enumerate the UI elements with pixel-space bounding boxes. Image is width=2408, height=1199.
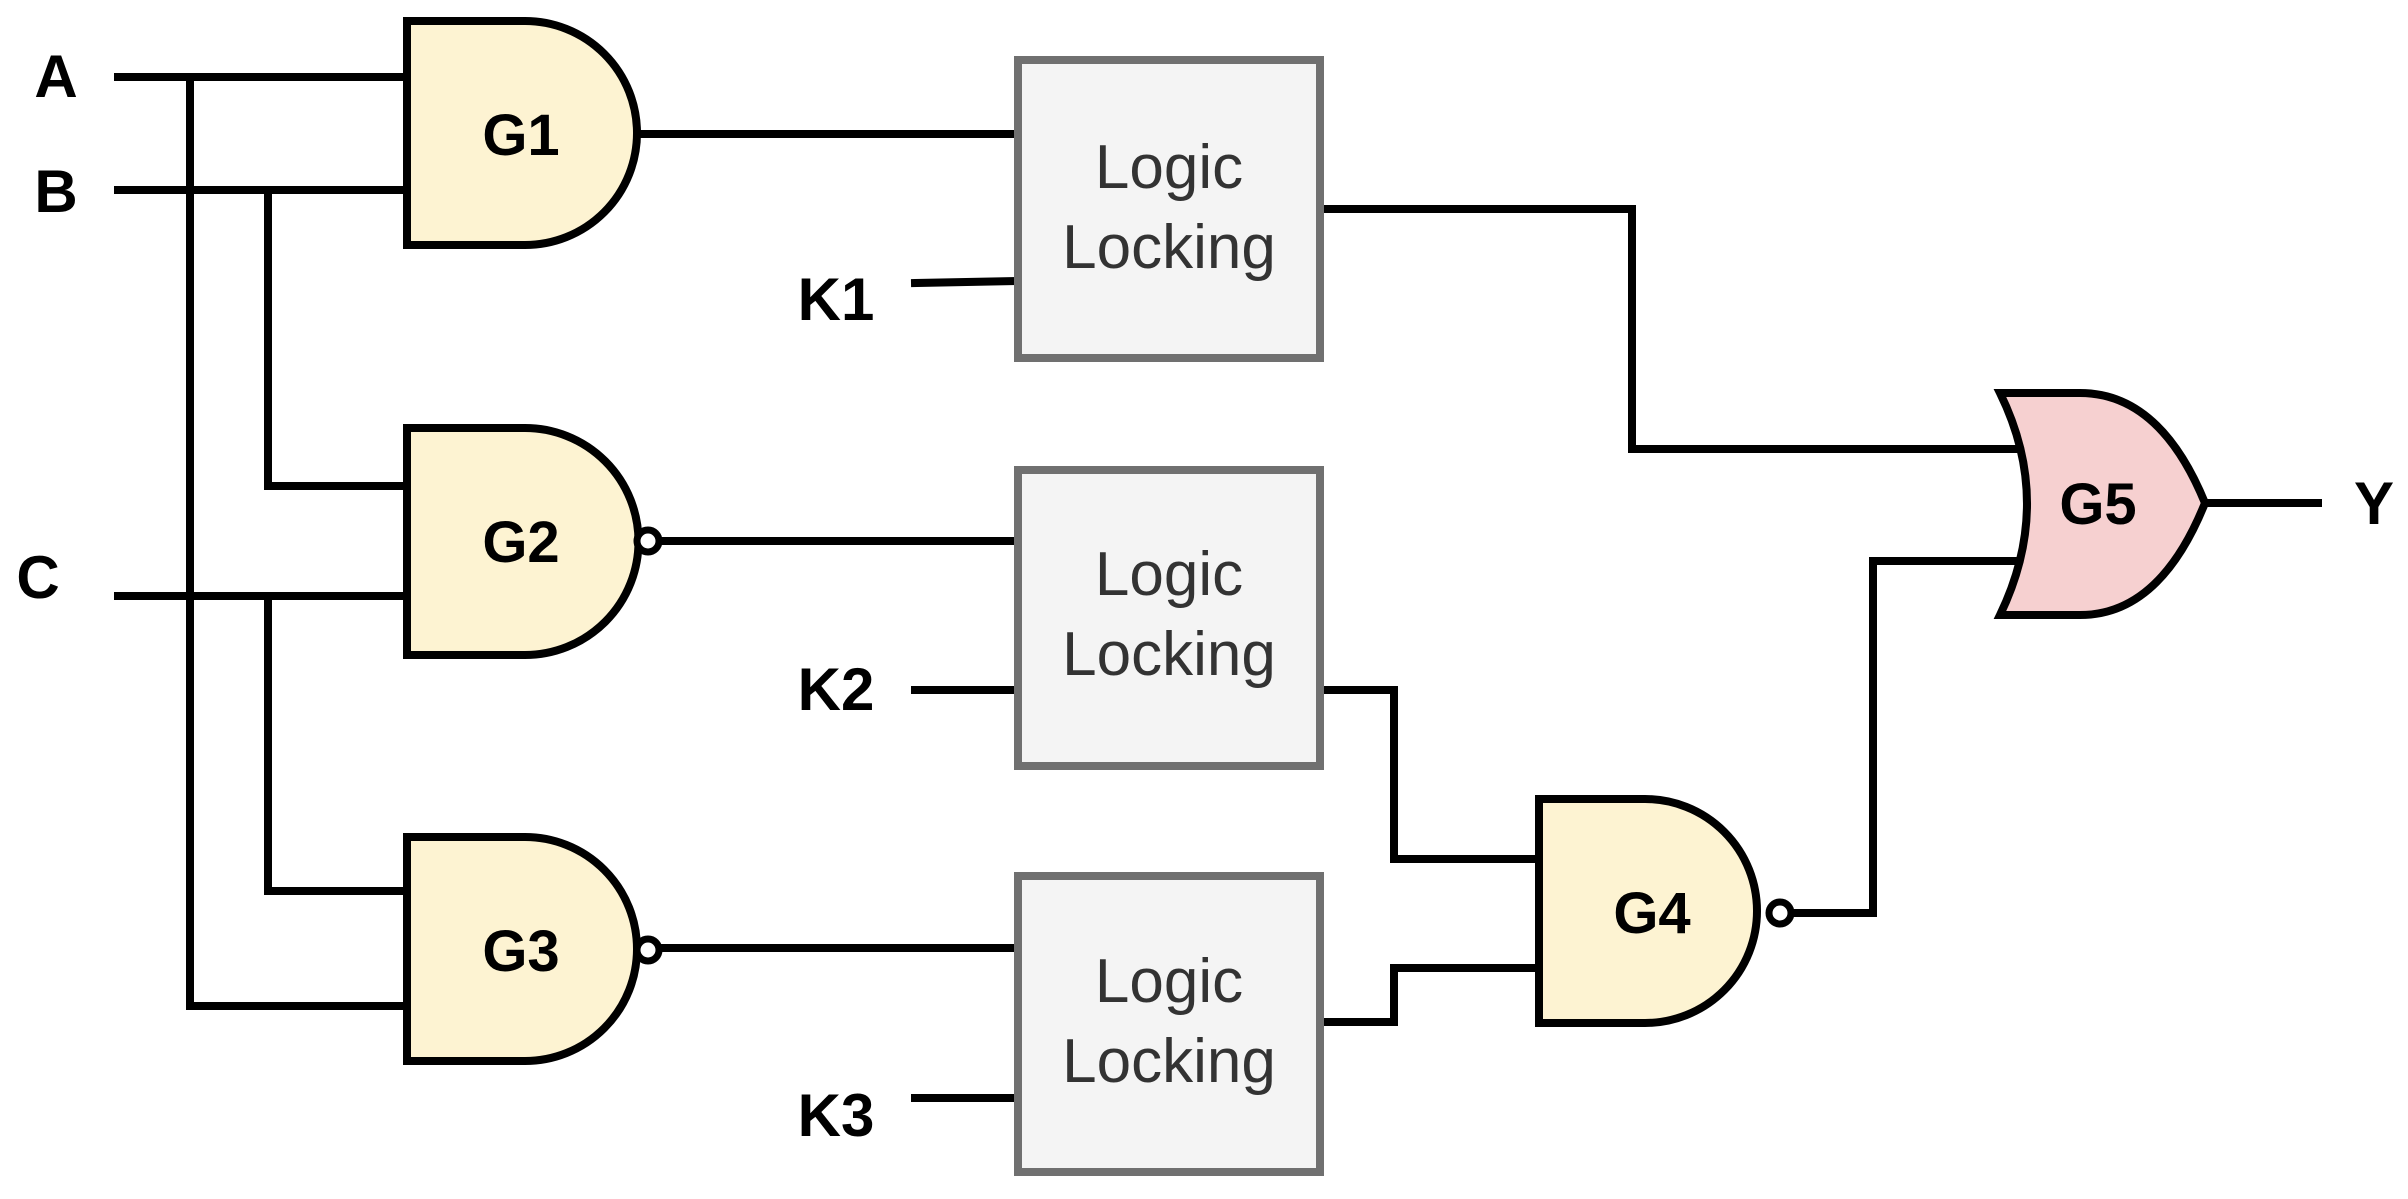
wire-a-bus-to-g3	[186, 73, 408, 1010]
lock-3-box	[1014, 872, 1324, 1176]
lock-1-line1: Logic	[1095, 133, 1243, 202]
lock-3-line1: Logic	[1095, 947, 1243, 1016]
input-label-c: C	[16, 544, 59, 611]
wire-g4-to-g5	[1792, 557, 2022, 917]
logic-lock-block-1: Logic Locking	[1014, 56, 1324, 362]
g1-and-gate-shape	[403, 17, 641, 249]
key-label-k2: K2	[798, 656, 875, 723]
gate-g4: G4	[1535, 795, 1795, 1027]
wire-c-to-g3	[264, 592, 408, 895]
lock-2-box	[1014, 466, 1324, 770]
logic-lock-block-2: Logic Locking	[1014, 466, 1324, 770]
gate-g3: G3	[403, 833, 663, 1065]
g3-label: G3	[482, 919, 559, 984]
gate-g1: G1	[403, 17, 641, 249]
lock-1-box	[1014, 56, 1324, 362]
lock-2-line1: Logic	[1095, 540, 1243, 609]
wire-k1	[910, 276, 1023, 288]
wires	[114, 73, 2322, 1102]
pin-labels: A B C K1 K2 K3 Y	[16, 43, 2394, 1149]
g4-inversion-bubble	[1765, 898, 1795, 928]
wire-b-to-g2	[264, 186, 408, 490]
key-label-k1: K1	[798, 266, 875, 333]
g1-label: G1	[482, 103, 559, 168]
wire-lock3-to-g4	[1316, 964, 1540, 1026]
lock-1-line2: Locking	[1062, 213, 1276, 282]
g3-inversion-bubble	[633, 935, 663, 965]
gate-g5: G5	[1993, 389, 2210, 619]
g2-label: G2	[482, 510, 559, 575]
g5-or-gate-shape	[1993, 389, 2210, 619]
g4-nand-gate-shape	[1535, 795, 1761, 1027]
input-label-b: B	[34, 158, 77, 225]
lock-3-line2: Locking	[1062, 1027, 1276, 1096]
g4-label: G4	[1613, 881, 1690, 946]
lock-2-line2: Locking	[1062, 620, 1276, 689]
g5-label: G5	[2059, 472, 2136, 537]
wire-lock2-to-g4	[1316, 686, 1540, 863]
gate-g2: G2	[403, 424, 663, 659]
logic-lock-block-3: Logic Locking	[1014, 872, 1324, 1176]
output-label-y: Y	[2354, 470, 2394, 537]
g2-inversion-bubble	[633, 526, 663, 556]
key-label-k3: K3	[798, 1082, 875, 1149]
wire-lock1-to-g5	[1316, 205, 2022, 453]
input-label-a: A	[34, 43, 77, 110]
